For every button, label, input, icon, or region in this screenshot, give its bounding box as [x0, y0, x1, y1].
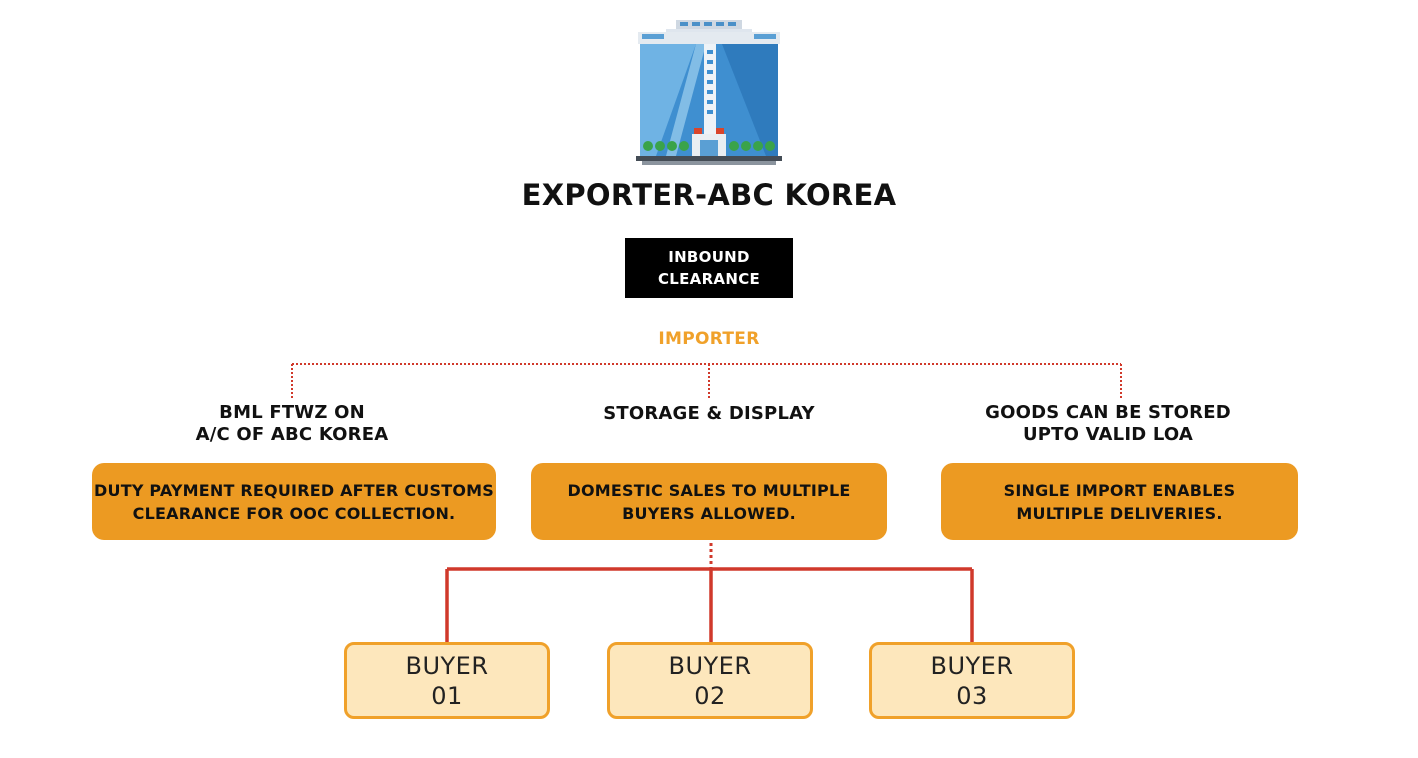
- info-box-2-line1: DOMESTIC SALES TO MULTIPLE: [567, 480, 851, 500]
- info-box-single-import: SINGLE IMPORT ENABLES MULTIPLE DELIVERIE…: [941, 463, 1298, 540]
- inbound-line2: CLEARANCE: [657, 270, 761, 288]
- office-building-icon: [636, 20, 782, 165]
- buyer-03-number: 03: [956, 681, 988, 710]
- info-box-1-line2: CLEARANCE FOR OOC COLLECTION.: [132, 503, 456, 523]
- column-heading-3-line1: GOODS CAN BE STORED: [985, 402, 1231, 423]
- column-heading-3-line2: UPTO VALID LOA: [1022, 424, 1194, 445]
- info-box-duty-payment: DUTY PAYMENT REQUIRED AFTER CUSTOMS CLEA…: [92, 463, 496, 540]
- info-box-1-line1: DUTY PAYMENT REQUIRED AFTER CUSTOMS: [94, 480, 494, 500]
- column-heading-1-line2: A/C OF ABC KOREA: [195, 424, 389, 445]
- buyer-03-label: BUYER: [930, 651, 1014, 680]
- exporter-title: EXPORTER-ABC KOREA: [521, 178, 897, 212]
- buyer-01-number: 01: [431, 681, 463, 710]
- buyer-02-number: 02: [694, 681, 726, 710]
- buyer-01-label: BUYER: [405, 651, 489, 680]
- buyer-box-03: BUYER 03: [869, 642, 1075, 719]
- info-box-3-line1: SINGLE IMPORT ENABLES: [1003, 480, 1236, 500]
- column-heading-2: STORAGE & DISPLAY: [539, 403, 879, 425]
- column-heading-2-line1: STORAGE & DISPLAY: [603, 403, 815, 424]
- inbound-clearance-box: INBOUND CLEARANCE: [625, 238, 793, 298]
- inbound-line1: INBOUND: [668, 248, 750, 266]
- buyer-tree-connector: [445, 567, 974, 644]
- importer-label: IMPORTER: [658, 329, 760, 349]
- buyer-box-02: BUYER 02: [607, 642, 813, 719]
- column-heading-1-line1: BML FTWZ ON: [219, 402, 365, 423]
- info-box-domestic-sales: DOMESTIC SALES TO MULTIPLE BUYERS ALLOWE…: [531, 463, 887, 540]
- importer-dotted-connector: [291, 363, 1122, 398]
- column-heading-1: BML FTWZ ON A/C OF ABC KOREA: [122, 402, 462, 446]
- buyer-02-label: BUYER: [668, 651, 752, 680]
- info-box-3-line2: MULTIPLE DELIVERIES.: [1016, 503, 1223, 523]
- buyer-box-01: BUYER 01: [344, 642, 550, 719]
- info-box-2-line2: BUYERS ALLOWED.: [622, 503, 796, 523]
- column-heading-3: GOODS CAN BE STORED UPTO VALID LOA: [938, 402, 1278, 446]
